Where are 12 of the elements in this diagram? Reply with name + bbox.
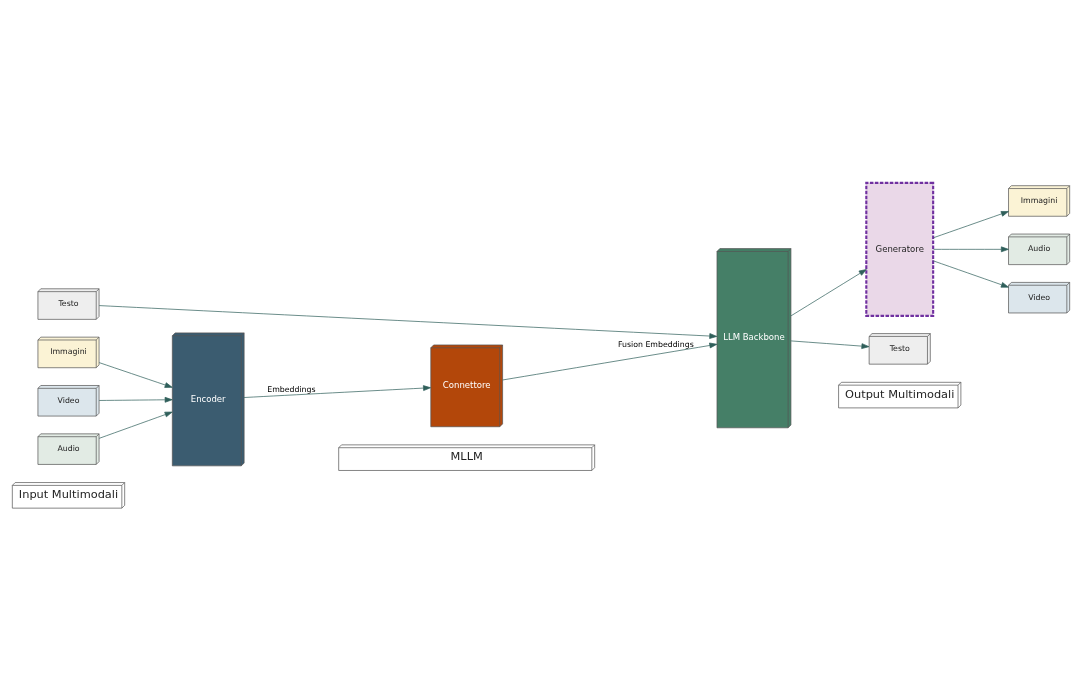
node-box: Generatore — [865, 181, 935, 317]
arrow — [98, 362, 173, 388]
arrow — [98, 305, 718, 339]
arrow — [98, 411, 173, 439]
arrow — [790, 340, 870, 349]
arrow — [933, 246, 1009, 253]
arrow — [933, 211, 1009, 239]
arrow — [933, 260, 1009, 288]
arrow — [502, 342, 718, 381]
arrow — [98, 396, 173, 403]
arrow — [243, 385, 431, 398]
arrow — [790, 269, 867, 317]
